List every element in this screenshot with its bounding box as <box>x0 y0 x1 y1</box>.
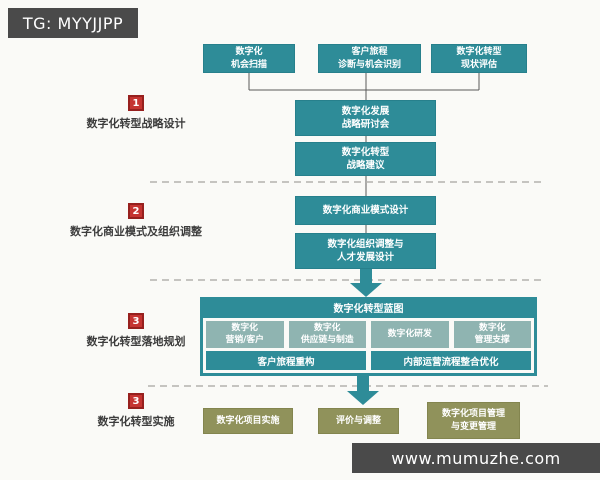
phase-1-label: 数字化转型战略设计 <box>86 117 186 130</box>
box-org-talent-design-line1: 数字化组织调整与 <box>327 238 404 250</box>
box-digital-supply-chain: 数字化 供应链与制造 <box>288 321 366 348</box>
blueprint-title: 数字化转型蓝图 <box>333 304 404 315</box>
phase-2-number: 2 <box>128 203 144 219</box>
box-digital-marketing-customer-line2: 营销/客户 <box>225 334 264 345</box>
box-customer-journey-rebuild: 客户旅程重构 <box>206 351 366 370</box>
box-customer-journey-rebuild-label: 客户旅程重构 <box>257 356 315 368</box>
box-strategy-proposal-line1: 数字化转型 <box>341 146 390 158</box>
phase-3-marker: 3 数字化转型落地规划 <box>51 313 221 349</box>
box-strategy-proposal: 数字化转型 战略建议 <box>295 142 436 176</box>
phase-2-marker: 2 数字化商业模式及组织调整 <box>51 203 221 239</box>
box-digital-marketing-customer: 数字化 营销/客户 <box>206 321 284 348</box>
phase-1-marker: 1 数字化转型战略设计 <box>51 95 221 131</box>
box-internal-process-optimization: 内部运营流程整合优化 <box>371 351 531 370</box>
phase-3-number: 3 <box>128 313 144 329</box>
box-current-state-assessment-line2: 现状评估 <box>460 59 497 70</box>
down-arrow-phase3 <box>350 267 382 297</box>
box-customer-journey-diagnosis-line2: 诊断与机会识别 <box>337 59 401 70</box>
phase-1-number: 1 <box>128 95 144 111</box>
box-digital-management-support-line2: 管理支撑 <box>474 334 510 345</box>
box-opportunity-scan: 数字化 机会扫描 <box>203 44 295 73</box>
box-project-change-management: 数字化项目管理 与变更管理 <box>427 402 520 439</box>
box-digital-supply-chain-line1: 数字化 <box>314 323 341 334</box>
blueprint-body: 数字化 营销/客户 数字化 供应链与制造 数字化研发 数字化 管理支撑 客户旅程… <box>203 318 534 373</box>
box-opportunity-scan-line2: 机会扫描 <box>230 59 267 70</box>
box-customer-journey-diagnosis-line1: 客户旅程 <box>351 46 388 57</box>
box-business-model-design-label: 数字化商业模式设计 <box>322 204 409 216</box>
box-project-change-management-line1: 数字化项目管理 <box>441 409 505 420</box>
box-internal-process-optimization-label: 内部运营流程整合优化 <box>403 356 499 368</box>
box-current-state-assessment-line1: 数字化转型 <box>456 46 502 57</box>
phase-2-label: 数字化商业模式及组织调整 <box>70 225 202 238</box>
box-digital-management-support: 数字化 管理支撑 <box>453 321 531 348</box>
box-evaluation-adjustment: 评价与调整 <box>318 408 399 434</box>
watermark-top-text: TG: MYYJJPP <box>22 13 124 33</box>
watermark-bottom-text: www.mumuzhe.com <box>391 448 561 468</box>
watermark-bottom-bar: www.mumuzhe.com <box>352 443 600 473</box>
phase-3-label: 数字化转型落地规划 <box>86 335 186 348</box>
box-customer-journey-diagnosis: 客户旅程 诊断与机会识别 <box>318 44 421 73</box>
box-project-implementation: 数字化项目实施 <box>203 408 293 434</box>
box-business-model-design: 数字化商业模式设计 <box>295 196 436 225</box>
box-project-change-management-line2: 与变更管理 <box>450 421 496 432</box>
box-current-state-assessment: 数字化转型 现状评估 <box>431 44 527 73</box>
box-opportunity-scan-line1: 数字化 <box>235 46 263 57</box>
box-evaluation-adjustment-label: 评价与调整 <box>335 415 381 426</box>
phase-4-label: 数字化转型实施 <box>97 415 175 428</box>
down-arrow-phase4 <box>347 376 379 405</box>
box-strategy-workshop: 数字化发展 战略研讨会 <box>295 100 436 136</box>
box-digital-supply-chain-line2: 供应链与制造 <box>300 334 354 345</box>
box-org-talent-design: 数字化组织调整与 人才发展设计 <box>295 233 436 269</box>
watermark-top-bar: TG: MYYJJPP <box>8 8 138 38</box>
phase-4-marker: 3 数字化转型实施 <box>51 393 221 429</box>
box-strategy-workshop-line2: 战略研讨会 <box>341 119 390 130</box>
box-project-implementation-label: 数字化项目实施 <box>216 415 280 426</box>
box-org-talent-design-line2: 人才发展设计 <box>336 252 394 263</box>
box-digital-rnd: 数字化研发 <box>371 321 449 348</box>
box-strategy-workshop-line1: 数字化发展 <box>341 105 390 117</box>
box-strategy-proposal-line2: 战略建议 <box>346 160 385 171</box>
box-digital-marketing-customer-line1: 数字化 <box>231 323 258 334</box>
phase-4-number: 3 <box>128 393 144 409</box>
box-digital-rnd-line1: 数字化研发 <box>387 328 432 339</box>
box-digital-management-support-line1: 数字化 <box>479 323 506 334</box>
blueprint-block: 数字化转型蓝图 数字化 营销/客户 数字化 供应链与制造 数字化研发 数字化 管… <box>200 297 537 376</box>
